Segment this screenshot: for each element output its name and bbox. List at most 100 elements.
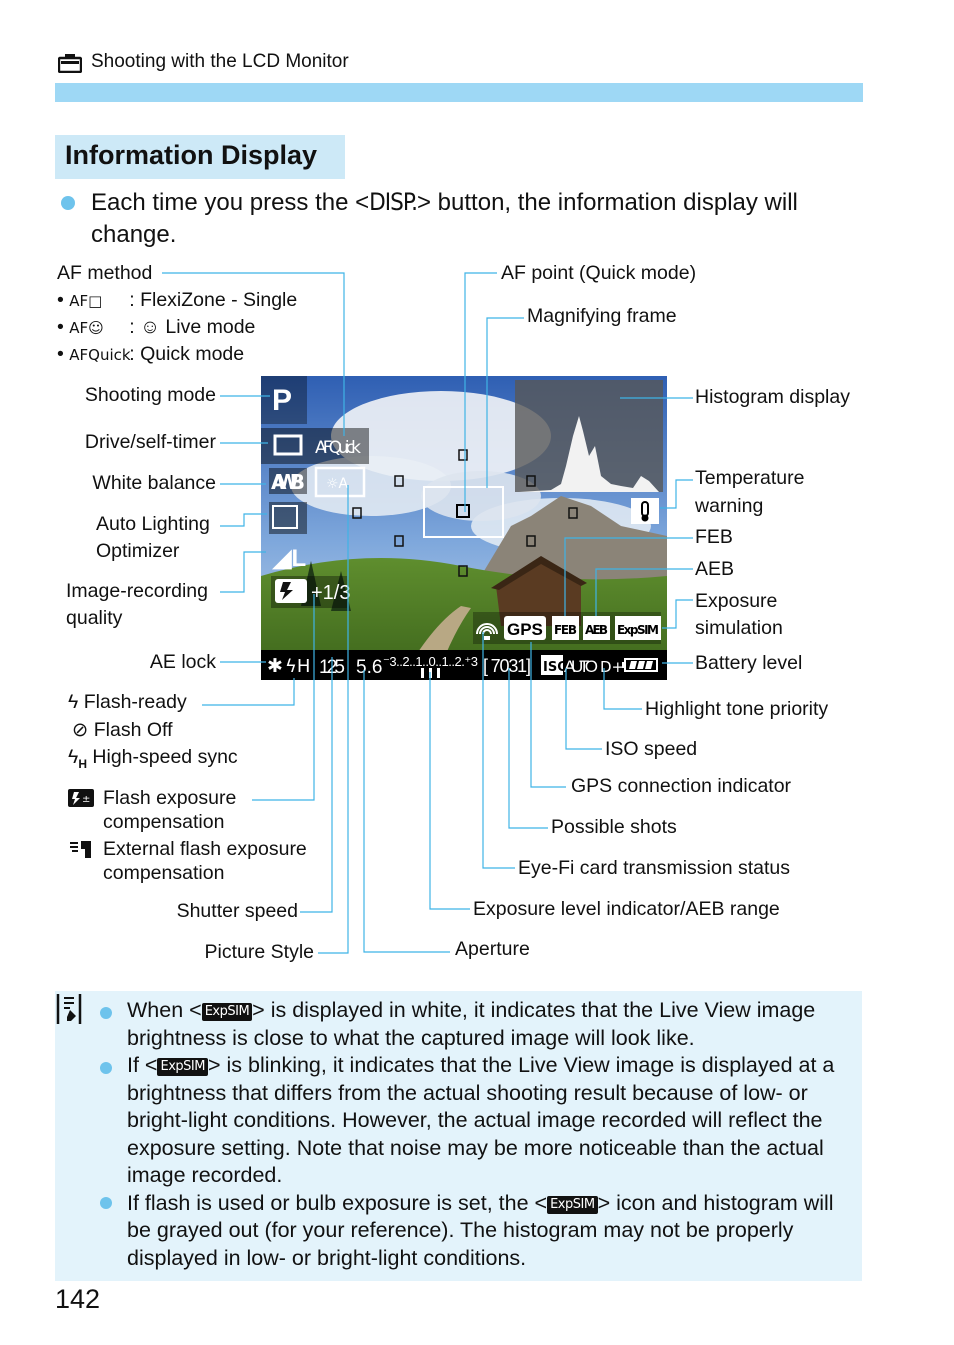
- label-alo-1: Auto Lighting: [96, 513, 210, 535]
- label-fec-2: compensation: [103, 811, 225, 833]
- shots-value: [ 7031]: [483, 656, 531, 676]
- lcd-screen: P AFQuick AWB ☼A ◢L +1/3 ✱ ϟH 125 5.6 ⁻3…: [261, 376, 667, 680]
- flash-off-text: Flash Off: [93, 719, 173, 741]
- feb-icon: [552, 616, 579, 640]
- label-picture-style: Picture Style: [204, 941, 314, 963]
- feb-glyph: FEB: [554, 623, 577, 637]
- eyefi-base: [484, 636, 490, 640]
- flash-hss-lcd-glyph: ϟH: [285, 656, 310, 677]
- histogram-curve: [519, 416, 659, 492]
- label-exp-level: Exposure level indicator/AEB range: [473, 898, 780, 920]
- title-box: [55, 135, 345, 179]
- label-eyefi: Eye-Fi card transmission status: [518, 857, 791, 879]
- exposure-mark: [437, 668, 440, 678]
- exposure-scale: ⁻3..2..1..0..1..2.⁺3: [383, 654, 478, 669]
- disp-button-glyph: DISP.: [369, 188, 418, 216]
- shooting-mode-glyph: P: [272, 384, 292, 417]
- af-item-quick: • AFQuick: Quick mode: [57, 341, 244, 368]
- battery-tip: [622, 662, 625, 668]
- note-paragraph-1: When <ExpSIM> is displayed in white, it …: [127, 997, 852, 1052]
- aeb-icon: [583, 616, 610, 640]
- label-shooting-mode: Shooting mode: [84, 384, 216, 406]
- exposure-mark: [429, 668, 432, 678]
- alo-icon: [272, 505, 298, 529]
- wb-box: [269, 468, 307, 494]
- note-paragraph-3: If flash is used or bulb exposure is set…: [127, 1190, 852, 1273]
- shutter-value: 125: [319, 657, 345, 678]
- af-item-live: • AF☺: ☺ Live mode: [57, 314, 255, 341]
- af-flexizone-icon: AF□: [69, 292, 103, 310]
- label-aeb: AEB: [695, 558, 735, 580]
- af-live-icon: AF☺: [69, 319, 104, 337]
- af-item-text: : FlexiZone - Single: [129, 289, 298, 311]
- wb-glyph: AWB: [271, 470, 305, 494]
- expsim-icon: ExpSIM: [201, 1003, 253, 1021]
- svg-text:±: ±: [82, 794, 90, 805]
- intro-before: Each time you press the <: [91, 189, 370, 216]
- label-feb: FEB: [695, 526, 733, 548]
- note-text-span: If <: [127, 1053, 158, 1077]
- af-quick-glyph: AFQuick: [315, 438, 361, 458]
- exposure-mark: [421, 668, 424, 678]
- camera-icon: [58, 54, 82, 73]
- af-item-text: : Quick mode: [129, 343, 245, 365]
- label-battery: Battery level: [695, 652, 803, 674]
- flash-ready-item: ϟ Flash-ready: [68, 689, 187, 715]
- label-histogram: Histogram display: [695, 386, 850, 408]
- note-box: [55, 991, 862, 1281]
- label-shutter-speed: Shutter speed: [176, 900, 298, 922]
- label-shots: Possible shots: [551, 816, 677, 838]
- af-quick-icon: AFQuick: [69, 346, 131, 364]
- label-alo-2: Optimizer: [96, 540, 180, 562]
- note-text-span: > icon and histogram will be grayed out …: [127, 1190, 834, 1270]
- note-paragraph-2: If <ExpSIM> is blinking, it indicates th…: [127, 1052, 852, 1190]
- fec-icon: ±: [68, 788, 94, 808]
- label-white-balance: White balance: [92, 472, 216, 494]
- quality-glyph: ◢L: [272, 545, 306, 572]
- label-fec-1: Flash exposure: [103, 787, 237, 809]
- note-bullet: [100, 1197, 112, 1209]
- label-ae-lock: AE lock: [149, 651, 216, 673]
- label-aperture: Aperture: [455, 938, 530, 960]
- expsim-icon: ExpSIM: [157, 1058, 208, 1076]
- page-number: 142: [55, 1284, 101, 1314]
- flash-hss-text: High-speed sync: [92, 746, 238, 768]
- label-htp: Highlight tone priority: [645, 698, 829, 720]
- label-exp-1: Exposure: [695, 590, 778, 612]
- header-bar: [55, 83, 863, 102]
- note-text-span: > is displayed in white, it indicates th…: [127, 998, 816, 1050]
- magnify-frame: [423, 486, 504, 538]
- label-temp-2: warning: [695, 495, 764, 517]
- section-title: Shooting with the LCD Monitor: [91, 51, 349, 72]
- label-gps: GPS connection indicator: [571, 775, 792, 797]
- memo-icon: [56, 994, 82, 1024]
- battery-segments: [629, 661, 653, 669]
- label-drive: Drive/self-timer: [84, 431, 216, 453]
- label-temp-1: Temperature: [695, 467, 805, 489]
- fec-value: +1/3: [311, 582, 350, 604]
- htp-glyph: D+: [600, 658, 624, 676]
- flash-hss-item: ϟH High-speed sync: [68, 744, 238, 777]
- note-text-span: If flash is used or bulb exposure is set…: [127, 1190, 548, 1215]
- label-irq-2: quality: [66, 607, 123, 629]
- expsim-icon: ExpSIM: [547, 1195, 598, 1214]
- note-text: When <ExpSIM> is displayed in white, it …: [127, 997, 852, 1272]
- ae-lock-glyph: ✱: [267, 655, 283, 677]
- label-magnify: Magnifying frame: [527, 305, 677, 327]
- aeb-glyph: AEB: [585, 623, 608, 637]
- label-iso: ISO speed: [605, 738, 698, 760]
- flash-hss-icon: ϟH: [68, 746, 87, 771]
- flash-ready-icon: ϟ: [68, 691, 79, 713]
- af-item-flexizone: • AF□: FlexiZone - Single: [57, 287, 297, 314]
- flash-ready-text: Flash-ready: [83, 691, 187, 713]
- ps-sun-glyph: ☼A: [326, 476, 349, 492]
- external-flash-icon: [68, 838, 96, 860]
- note-bullet: [100, 1007, 112, 1019]
- label-af-point: AF point (Quick mode): [501, 262, 697, 284]
- label-exp-2: simulation: [695, 617, 783, 639]
- aperture-value: 5.6: [356, 657, 382, 678]
- note-text-span: > is blinking, it indicates that the Liv…: [127, 1053, 835, 1187]
- page-title: Information Display: [65, 140, 318, 170]
- af-item-text: : ☺ Live mode: [129, 316, 256, 338]
- lcd-fec-bolt: [280, 582, 293, 600]
